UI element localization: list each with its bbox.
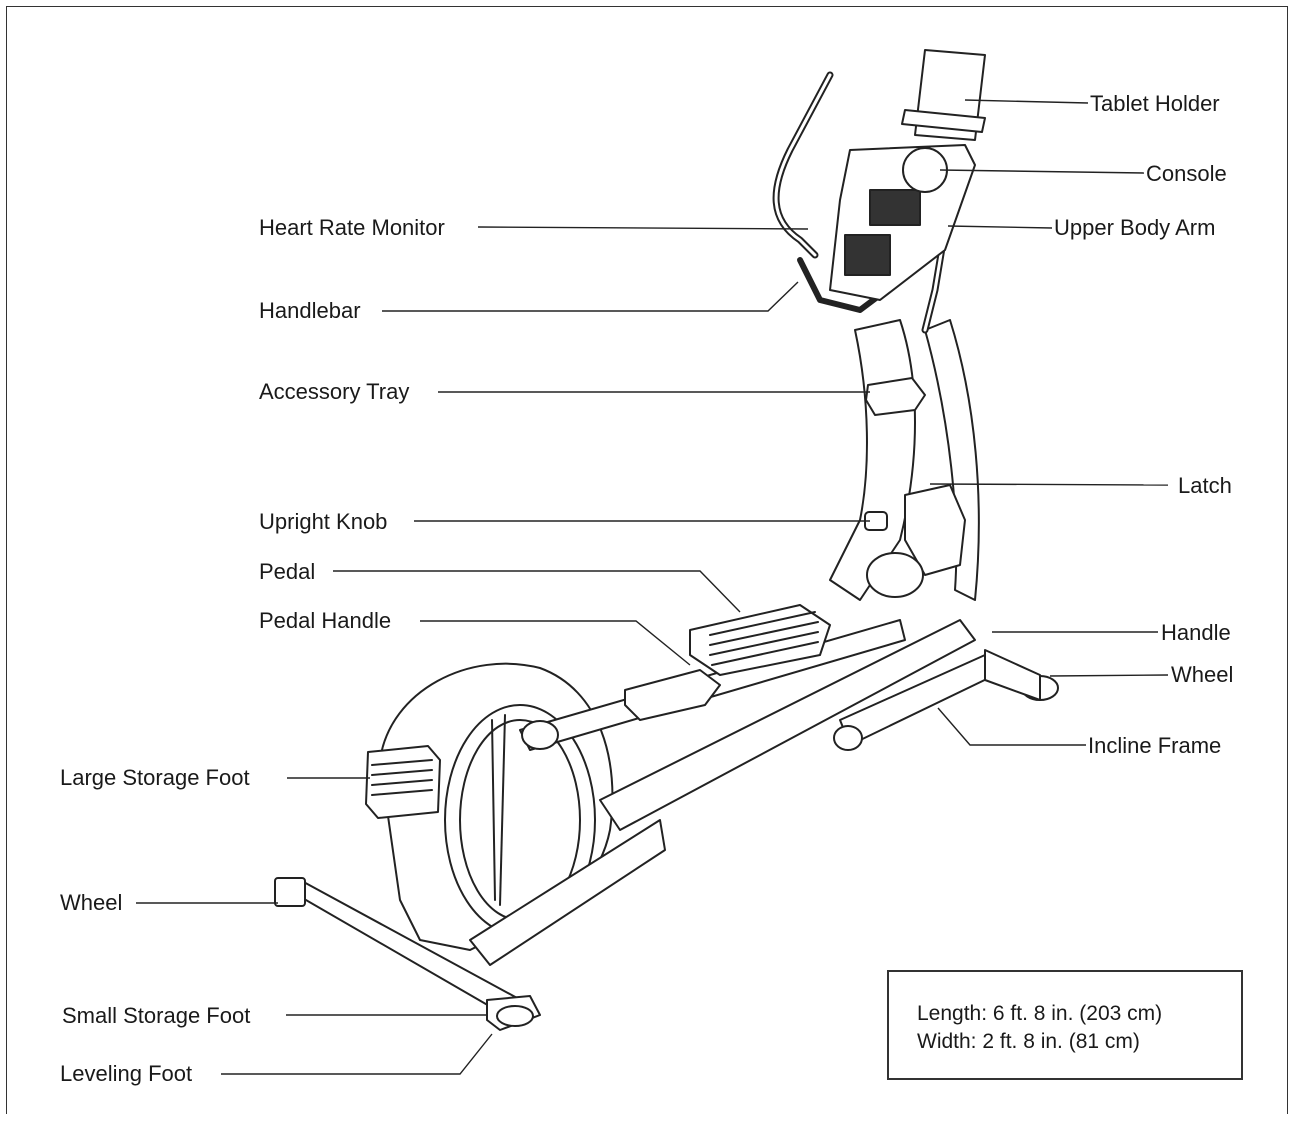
label-console: Console	[1146, 161, 1227, 186]
leveling-foot-shape	[496, 1005, 534, 1027]
label-leveling-foot: Leveling Foot	[60, 1061, 193, 1086]
diagram-frame	[6, 6, 1288, 1114]
dimensions-box: Length: 6 ft. 8 in. (203 cm) Width: 2 ft…	[887, 970, 1243, 1080]
label-wheel-right: Wheel	[1171, 662, 1234, 687]
leader-tablet-holder	[964, 99, 1089, 104]
leader-pedal	[333, 570, 741, 613]
label-tablet-holder: Tablet Holder	[1090, 91, 1220, 116]
leader-handlebar	[382, 281, 799, 312]
accessory-tray-shape	[865, 377, 926, 416]
pedal-left	[624, 669, 721, 721]
label-upright-knob: Upright Knob	[259, 509, 388, 534]
handlebar-grip	[797, 257, 883, 313]
dimension-length: Length: 6 ft. 8 in. (203 cm)	[917, 1002, 1163, 1025]
label-latch: Latch	[1178, 473, 1232, 498]
left-wheel-shape	[274, 877, 306, 907]
leader-wheel-right	[1049, 674, 1169, 677]
label-heart-rate-monitor: Heart Rate Monitor	[259, 215, 445, 240]
label-incline-frame: Incline Frame	[1088, 733, 1222, 758]
leader-upper-body-arm	[947, 225, 1053, 229]
leader-leveling-foot	[221, 1033, 493, 1075]
leader-latch	[929, 483, 1169, 486]
leader-incline-frame	[937, 707, 1086, 746]
pedal-right	[689, 604, 831, 676]
dimension-width: Width: 2 ft. 8 in. (81 cm)	[917, 1030, 1140, 1053]
main-rail	[599, 619, 976, 831]
latch-shape	[904, 484, 966, 576]
label-small-storage-foot: Small Storage Foot	[62, 1003, 251, 1028]
label-pedal: Pedal	[259, 559, 316, 584]
label-pedal-handle: Pedal Handle	[259, 608, 392, 633]
leader-pedal-handle	[420, 620, 691, 666]
label-wheel-left: Wheel	[60, 890, 123, 915]
label-handlebar: Handlebar	[259, 298, 361, 323]
leader-console	[939, 169, 1145, 174]
label-handle: Handle	[1161, 620, 1231, 645]
label-accessory-tray: Accessory Tray	[259, 379, 410, 404]
label-upper-body-arm: Upper Body Arm	[1054, 215, 1216, 240]
front-stabilizer	[469, 819, 666, 966]
label-large-storage-foot: Large Storage Foot	[60, 765, 250, 790]
leader-heart-rate-monitor	[477, 226, 809, 230]
